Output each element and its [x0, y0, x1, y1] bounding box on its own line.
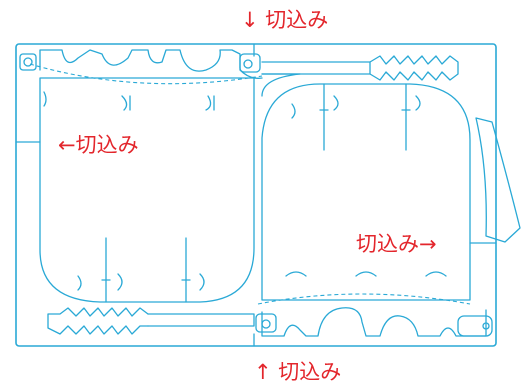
top-strip-serration [369, 55, 459, 81]
right-piece-base [261, 307, 487, 337]
right-piece-slot-1 [255, 313, 277, 333]
left-piece-outline [39, 77, 255, 303]
right-piece-hole-2 [482, 322, 490, 330]
left-piece-hole-1 [23, 57, 33, 67]
top-strip-connector [261, 73, 301, 97]
left-piece-notch-5 [199, 273, 205, 291]
right-piece-notch-2 [415, 95, 421, 111]
left-piece-notch-4 [117, 273, 123, 291]
sheet-outline [15, 43, 497, 347]
bottom-cut-label: ↑ 切込み [254, 360, 342, 384]
right-piece-notch-3 [291, 103, 296, 119]
right-piece-notch-6 [425, 271, 447, 277]
left-piece-slit-2 [181, 237, 191, 303]
right-piece-fold [257, 293, 471, 305]
left-piece-notch-2 [121, 95, 131, 111]
right-piece-slit-1 [319, 83, 329, 151]
left-piece-notch-3 [205, 95, 215, 111]
top-strip [261, 61, 371, 75]
right-piece-outline [261, 83, 471, 301]
left-piece-notch-1 [43, 91, 47, 107]
left-cut-label: ←切込み [58, 133, 139, 157]
left-piece-hole-2 [243, 59, 253, 69]
bottom-strip [147, 313, 255, 327]
left-piece-slot-2 [239, 53, 261, 73]
right-cut-label: 切込み→ [356, 232, 437, 256]
left-piece-slit-1 [101, 237, 111, 303]
left-piece-slot-1 [19, 53, 37, 71]
left-piece-fold [29, 63, 263, 85]
right-piece-slot-2 [457, 315, 493, 337]
bottom-strip-serration [47, 307, 149, 335]
right-piece-notch-1 [333, 95, 339, 111]
right-piece-slit-2 [401, 83, 411, 151]
top-cut-label: ↓ 切込み [241, 8, 329, 32]
left-piece-crown [39, 49, 263, 79]
right-flap [475, 117, 521, 243]
right-piece-notch-5 [355, 271, 377, 277]
right-piece-hole-1 [261, 319, 271, 329]
left-piece-notch-6 [77, 275, 82, 291]
right-piece-notch-4 [285, 271, 307, 277]
